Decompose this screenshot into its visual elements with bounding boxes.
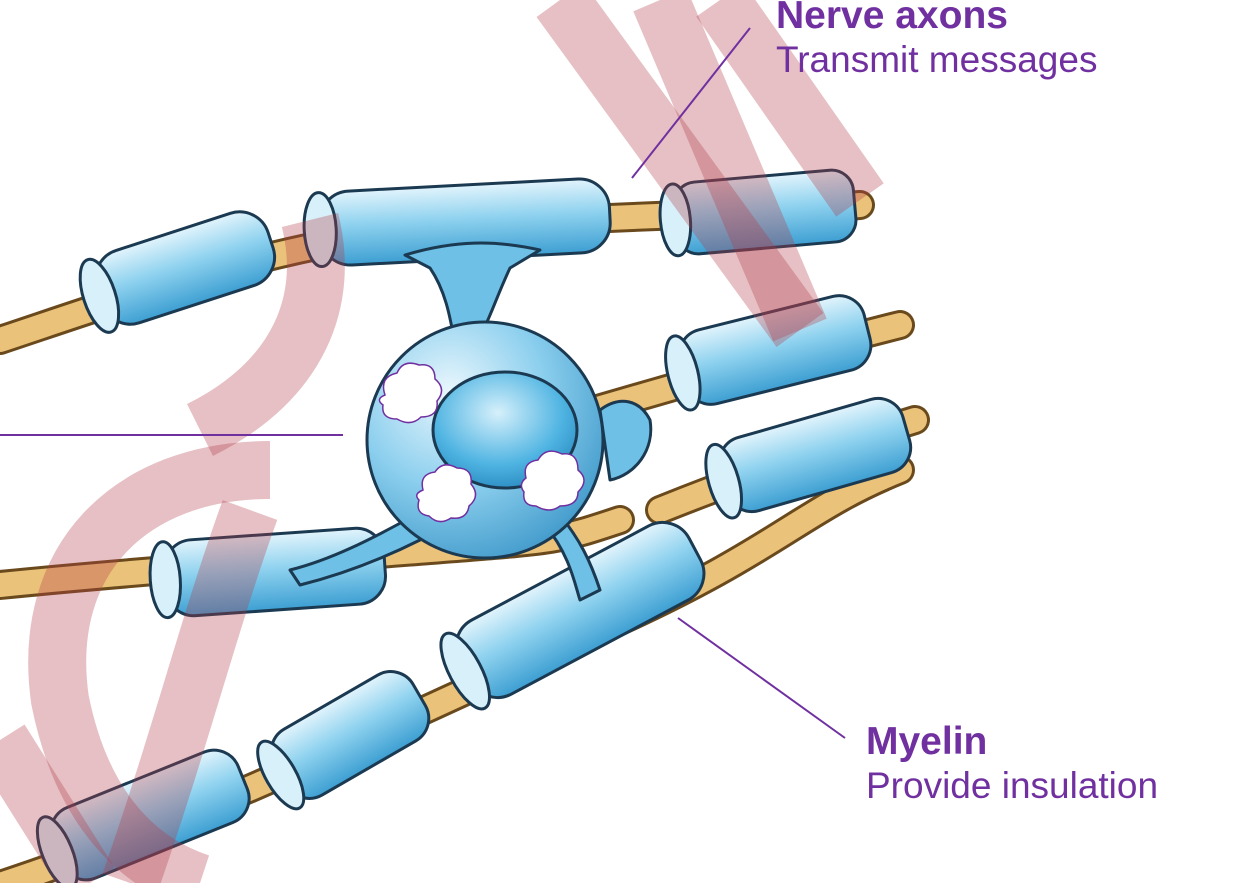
myelin-description: Provide insulation — [866, 765, 1158, 808]
nerve-axons-description: Transmit messages — [776, 39, 1097, 82]
myelin-label: Myelin Provide insulation — [866, 720, 1158, 807]
myelin-segment — [72, 204, 282, 337]
nerve-axons-label: Nerve axons Transmit messages — [776, 0, 1097, 81]
myelin-title: Myelin — [866, 720, 1158, 765]
myelin-segment — [249, 662, 439, 815]
myelin-leader-line — [678, 618, 845, 738]
oligodendrocyte-cell-body-icon — [367, 322, 603, 558]
nerve-axons-title: Nerve axons — [776, 0, 1097, 39]
